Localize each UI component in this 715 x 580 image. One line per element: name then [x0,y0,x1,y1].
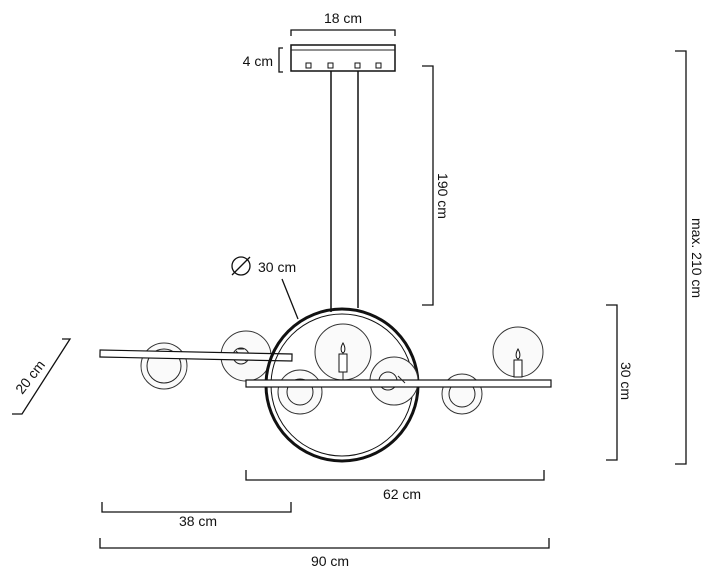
ring-diameter-label: 30 cm [258,259,296,275]
glass-globe [277,369,323,415]
front-bar-label: 62 cm [383,486,421,502]
back-bar-label: 38 cm [179,513,217,529]
front-bar [245,379,552,388]
front-globes [277,323,544,415]
fixture-height-dimension: 30 cm [606,304,634,461]
front-bar-dimension: 62 cm [245,470,545,502]
ceiling-canopy [290,44,396,72]
canopy-height-dimension: 4 cm [243,47,283,73]
fixture-height-label: 30 cm [618,362,634,400]
cable-length-label: 190 cm [435,173,451,219]
depth-label: 20 cm [12,357,48,397]
back-bar-dimension: 38 cm [101,502,292,529]
back-bar-assembly [99,330,293,390]
cable-length-dimension: 190 cm [422,65,451,306]
suspension-rods [330,71,359,312]
canopy-width-label: 18 cm [324,10,362,26]
ring-diameter-callout: 30 cm [231,256,299,320]
max-height-label: max. 210 cm [689,218,705,298]
front-bar-assembly [245,375,552,388]
canopy-height-label: 4 cm [243,53,273,69]
max-height-dimension: max. 210 cm [675,50,705,465]
depth-dimension: 20 cm [12,338,72,415]
glass-globe [140,342,188,390]
total-width-dimension: 90 cm [99,538,550,569]
back-bar [99,349,293,362]
canopy-width-dimension: 18 cm [290,10,396,36]
total-width-label: 90 cm [311,553,349,569]
